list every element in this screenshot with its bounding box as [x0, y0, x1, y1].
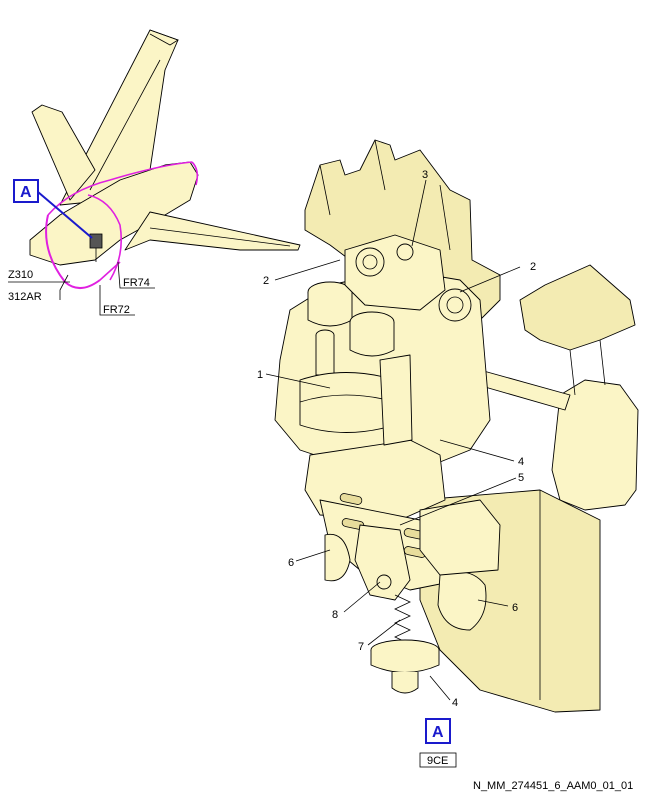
pivot-housing-left	[324, 533, 351, 582]
view-caption: 9CE	[427, 755, 448, 767]
highlight-zone-top	[47, 161, 193, 216]
right-bracket	[519, 264, 636, 351]
damper-tip	[391, 672, 419, 694]
top-bolt	[396, 243, 414, 261]
view-marker-bottom: A	[425, 718, 451, 744]
control-rod-right	[477, 369, 571, 411]
callout-2-right: 2	[530, 261, 536, 273]
input-rod	[379, 354, 413, 446]
frame-label-fr72: FR72	[103, 304, 130, 316]
figure-id: N_MM_274451_6_AAM0_01_01	[473, 780, 633, 792]
right-bellcrank-housing	[551, 379, 639, 511]
view-caption-box	[419, 752, 457, 768]
callout-7: 7	[358, 641, 364, 653]
callout-6-left: 6	[288, 557, 294, 569]
callout-4-lower: 4	[452, 697, 458, 709]
callout-2-left: 2	[263, 275, 269, 287]
top-pivot-fitting	[344, 234, 446, 311]
lever-arm	[354, 524, 411, 601]
zone-label-312ar: 312AR	[8, 291, 42, 303]
pivot-bearing-right	[438, 288, 472, 322]
lever-pivot	[376, 574, 392, 590]
callout-6-right: 6	[512, 602, 518, 614]
view-marker-top: A	[13, 179, 93, 239]
callout-3: 3	[422, 169, 428, 181]
horizontal-stabilizer	[124, 211, 301, 251]
view-marker-top-letter: A	[20, 184, 32, 201]
callout-4-upper: 4	[518, 456, 524, 468]
dorsal-fin	[31, 104, 96, 201]
lower-gearbox	[419, 499, 501, 576]
spring-coil	[394, 594, 411, 645]
access-panel-icon	[89, 233, 103, 249]
view-marker-bottom-letter: A	[432, 724, 444, 741]
aircraft-tail-locator	[8, 29, 301, 316]
zone-label-z310: Z310	[8, 269, 33, 281]
callout-leaders	[265, 179, 521, 701]
frame-label-fr74: FR74	[123, 277, 150, 289]
servo-control-assembly	[274, 139, 639, 713]
callout-8: 8	[332, 609, 338, 621]
pivot-bearing-left	[355, 247, 385, 277]
callout-5: 5	[518, 472, 524, 484]
callout-1: 1	[257, 369, 263, 381]
